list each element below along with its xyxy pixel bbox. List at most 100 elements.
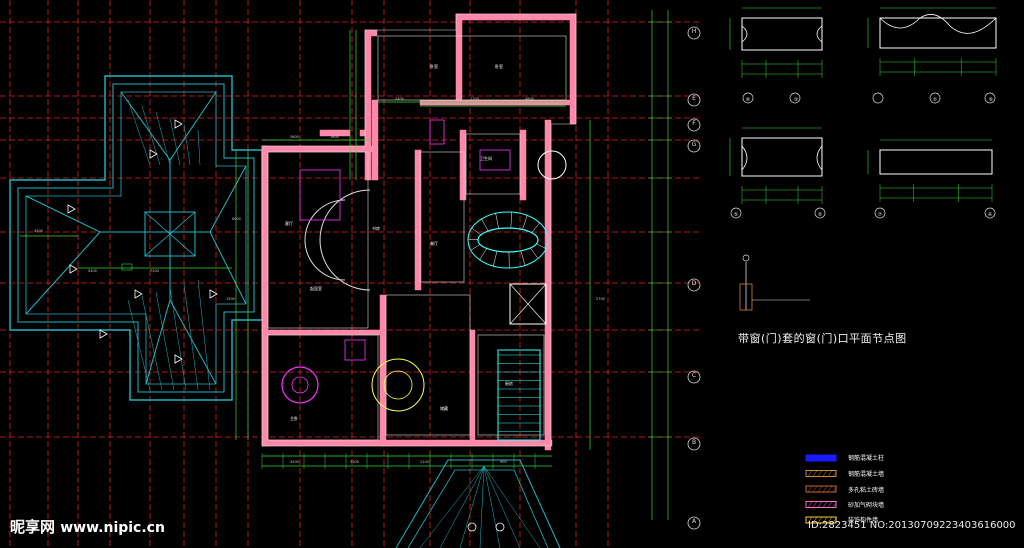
dim-label-13: 7200 (150, 269, 159, 273)
section-marker-text-2: ② (933, 97, 938, 103)
wall-segment-12 (459, 129, 467, 201)
detail-3-casing-curve (741, 145, 823, 171)
roof-ridge-north (120, 91, 217, 161)
dim-label-3: 4800 (525, 97, 534, 101)
grid-bubble-6 (687, 370, 701, 384)
dim-label-1: 2400 (395, 97, 404, 101)
legend-hatch-4-2 (812, 501, 818, 508)
canopy-rib-7 (483, 465, 541, 548)
furniture-sofa (299, 169, 341, 221)
furniture-bath (479, 149, 511, 171)
legend-swatch-4 (805, 501, 837, 508)
canopy-outline-inner (407, 469, 549, 548)
wall-segment-7 (261, 145, 373, 153)
grid-bubble-label-5: D (691, 280, 697, 287)
detail-title: 带窗(门)套的窗(门)口平面节点图 (738, 332, 907, 345)
section-marker-text-7: ④ (988, 212, 993, 218)
legend-hatch-5-4 (822, 516, 828, 524)
legend-hatch-5-5 (827, 516, 833, 524)
legend-hatch-2-3 (817, 470, 823, 477)
stair-curve-outer (467, 211, 549, 269)
detail-1-frame (741, 17, 823, 51)
roof-slope-mark-1 (174, 119, 183, 129)
legend-hatch-2-1 (807, 470, 813, 477)
stair-tread-10 (481, 218, 489, 232)
stair-straight-frame (497, 349, 541, 441)
room-label-3: 客厅 (285, 220, 293, 226)
roof-slope-mark-3 (149, 149, 158, 159)
room-label-5: 厨房 (505, 380, 513, 386)
room-label-4: 餐厅 (430, 240, 438, 246)
grid-bubble-label-7: B (691, 439, 697, 446)
grid-bubble-label-3: F (692, 120, 696, 127)
room-kitchen (477, 334, 545, 436)
canopy-rib-1 (419, 465, 485, 548)
room-label-8: 主卧 (290, 415, 298, 421)
wall-segment-16 (379, 294, 387, 446)
roof-hatch-s-6 (197, 279, 211, 391)
canopy-rib-3 (459, 465, 485, 548)
roof-slope-mark-8 (99, 329, 108, 339)
roof-outline-outer (9, 75, 263, 401)
roof-hatch-n-3 (155, 111, 171, 166)
legend-label-1: 钢筋混凝土柱 (848, 455, 885, 462)
roof-center-block (144, 211, 196, 257)
rotunda-inner (383, 370, 413, 400)
grid-bubble-label-4: G (691, 141, 697, 148)
detail-marker-3 (872, 92, 884, 104)
stair-tread-6 (479, 248, 487, 260)
room-label-1: 卧室 (430, 63, 438, 69)
dim-label-11: 6000 (232, 217, 241, 221)
round-table (281, 366, 319, 404)
legend-hatch-4-1 (807, 501, 813, 508)
dim-label-2: 1200 (470, 97, 479, 101)
dim-label-15: 2700 (596, 297, 605, 301)
canopy-rib-2 (439, 465, 485, 548)
legend-swatch-5 (805, 516, 837, 524)
legend-hatch-5-6 (832, 516, 838, 524)
watermark-brand: 昵享网 (10, 518, 56, 536)
roof-hatch-s-1 (127, 299, 151, 391)
section-marker-text-6: ⑦ (878, 212, 883, 218)
legend-hatch-5-2 (812, 516, 818, 524)
legend-hatch-3-6 (832, 485, 838, 493)
roof-slope-mark-5 (134, 289, 143, 299)
grid-bubble-7 (687, 437, 701, 451)
room-upper-hall (377, 35, 567, 101)
wall-segment-10 (371, 99, 379, 181)
canopy-outline (395, 459, 561, 548)
legend-swatch-3 (805, 485, 837, 493)
roof-ridge-south (145, 298, 217, 385)
grid-bubble-1 (687, 26, 701, 40)
watermark: 昵享网 www.nipic.cn (10, 516, 165, 537)
legend-swatch-1 (805, 454, 837, 462)
legend-label-2: 钢筋混凝土墙 (848, 471, 885, 478)
detail-marker-9 (984, 207, 996, 219)
section-marker-text-5: ⑤ (818, 212, 822, 218)
roof-hatch-n-6 (197, 129, 201, 166)
roof-ridge-west (25, 195, 101, 315)
image-meta: ID:2823451 NO:20130709223403616000 (808, 520, 1016, 531)
legend-label-3: 多孔粘土砖墙 (848, 487, 885, 494)
room-living (267, 151, 369, 329)
section-marker-text-1: ③ (794, 97, 798, 103)
bay-window-arc-inner (304, 199, 346, 281)
legend-label-5: 装饰构件墙 (848, 517, 879, 524)
room-bath (465, 133, 521, 195)
legend-hatch-5-1 (807, 516, 813, 524)
detail-marker-2 (789, 92, 801, 104)
wall-segment-13 (519, 129, 527, 201)
stair-tread-8 (468, 238, 479, 240)
detail-marker-1 (742, 92, 754, 104)
roof-hatch-n-4 (169, 117, 181, 166)
roof-hatch-n-5 (183, 123, 191, 166)
detail-marker-7 (814, 207, 826, 219)
legend-swatch-2 (805, 470, 837, 477)
room-label-2: 卧室 (495, 63, 503, 69)
legend-hatch-5-3 (817, 516, 823, 524)
dim-label-10: 1500 (226, 297, 235, 301)
wall-segment-11 (419, 99, 571, 106)
legend-hatch-3-1 (807, 485, 813, 493)
tower-circle (537, 150, 567, 180)
